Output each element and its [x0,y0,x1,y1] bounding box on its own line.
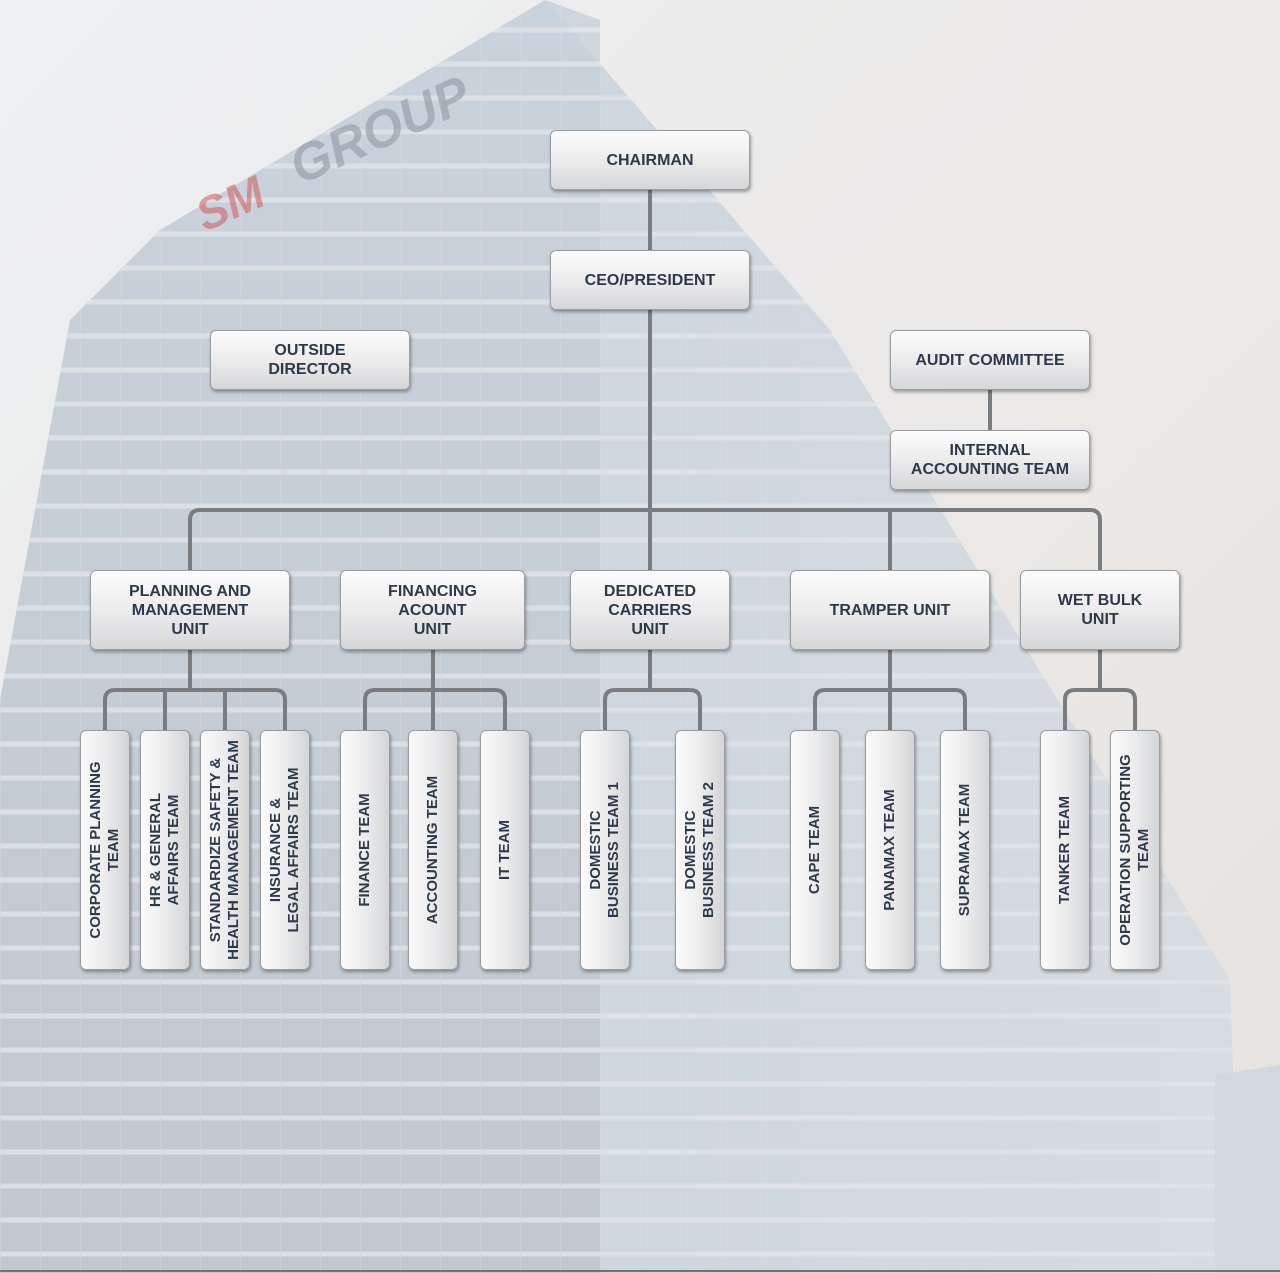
team-label: IT TEAM [496,820,513,880]
ceo-box: CEO/PRESIDENT [550,250,750,310]
bottom-divider [0,1270,1280,1272]
chairman-label: CHAIRMAN [606,151,694,169]
internal-accounting-box: INTERNAL ACCOUNTING TEAM [890,430,1090,490]
team-insurance-legal: INSURANCE & LEGAL AFFAIRS TEAM [260,730,310,970]
team-label: DOMESTIC BUSINESS TEAM 1 [587,782,622,918]
team-label: DOMESTIC BUSINESS TEAM 2 [682,782,717,918]
outside-director-label: OUTSIDE DIRECTOR [268,342,352,378]
unit-label: WET BULK UNIT [1057,592,1143,628]
team-label: SUPRAMAX TEAM [956,783,973,917]
unit-financing-account: FINANCING ACOUNT UNIT [340,570,525,650]
team-label: FINANCE TEAM [356,793,373,907]
team-label: PANAMAX TEAM [881,789,898,911]
team-label: TANKER TEAM [1056,795,1073,905]
team-supramax: SUPRAMAX TEAM [940,730,990,970]
ceo-label: CEO/PRESIDENT [584,271,716,289]
team-domestic-business-2: DOMESTIC BUSINESS TEAM 2 [675,730,725,970]
unit-label: PLANNING AND MANAGEMENT UNIT [128,582,252,638]
team-safety-health: STANDARDIZE SAFETY & HEALTH MANAGEMENT T… [200,730,250,970]
unit-label: FINANCING ACOUNT UNIT [388,582,477,638]
team-tanker: TANKER TEAM [1040,730,1090,970]
team-label: CORPORATE PLANNING TEAM [87,761,122,939]
team-domestic-business-1: DOMESTIC BUSINESS TEAM 1 [580,730,630,970]
team-label: CAPE TEAM [806,805,823,895]
team-accounting: ACCOUNTING TEAM [408,730,458,970]
unit-planning-management: PLANNING AND MANAGEMENT UNIT [90,570,290,650]
team-label: OPERATION SUPPORTING TEAM [1117,754,1152,946]
team-label: ACCOUNTING TEAM [424,775,441,925]
internal-accounting-label: INTERNAL ACCOUNTING TEAM [910,442,1070,478]
unit-label: TRAMPER UNIT [829,601,951,619]
team-hr-general-affairs: HR & GENERAL AFFAIRS TEAM [140,730,190,970]
audit-committee-label: AUDIT COMMITTEE [915,351,1065,369]
team-it: IT TEAM [480,730,530,970]
team-label: STANDARDIZE SAFETY & HEALTH MANAGEMENT T… [207,740,242,960]
team-label: HR & GENERAL AFFAIRS TEAM [147,792,182,908]
unit-tramper: TRAMPER UNIT [790,570,990,650]
outside-director-box: OUTSIDE DIRECTOR [210,330,410,390]
unit-dedicated-carriers: DEDICATED CARRIERS UNIT [570,570,730,650]
unit-label: DEDICATED CARRIERS UNIT [603,582,697,638]
chairman-box: CHAIRMAN [550,130,750,190]
team-panamax: PANAMAX TEAM [865,730,915,970]
team-finance: FINANCE TEAM [340,730,390,970]
audit-committee-box: AUDIT COMMITTEE [890,330,1090,390]
unit-wet-bulk: WET BULK UNIT [1020,570,1180,650]
team-label: INSURANCE & LEGAL AFFAIRS TEAM [267,767,302,933]
team-cape: CAPE TEAM [790,730,840,970]
team-operation-supporting: OPERATION SUPPORTING TEAM [1110,730,1160,970]
team-corporate-planning: CORPORATE PLANNING TEAM [80,730,130,970]
